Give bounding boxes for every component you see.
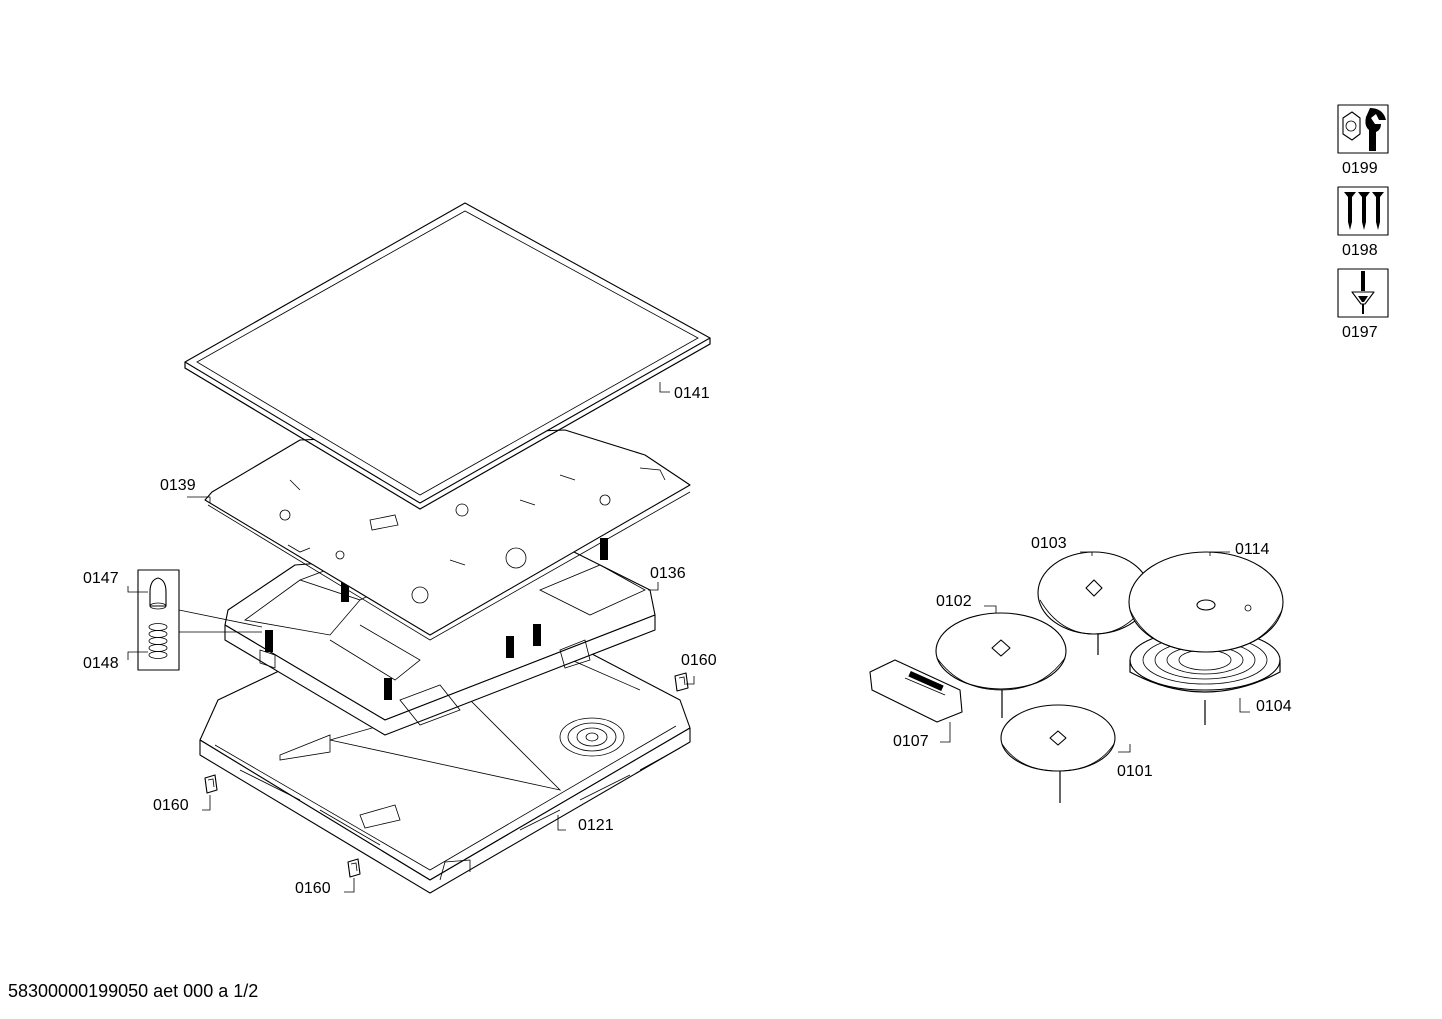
frame-springs [265, 538, 608, 700]
label-0141: 0141 [674, 385, 710, 402]
glass-top-0141[interactable] [184, 202, 711, 510]
clip-0160-right[interactable] [674, 672, 689, 692]
knob-spring-detail[interactable] [137, 569, 263, 671]
label-0104: 0104 [1256, 698, 1292, 715]
leader-lines [127, 382, 1250, 893]
label-0147: 0147 [83, 570, 119, 587]
label-0160-right: 0160 [681, 652, 717, 669]
drawing-number: 58300000199050 aet 000 a 1/2 [8, 981, 259, 1001]
label-0199: 0199 [1342, 160, 1378, 177]
screws-icon[interactable]: 0198 [1337, 186, 1389, 259]
label-0136: 0136 [650, 565, 686, 582]
shield-plate-0139[interactable] [204, 429, 691, 641]
clip-0160-left[interactable] [204, 774, 218, 794]
label-0198: 0198 [1342, 242, 1378, 259]
control-unit-0107[interactable] [869, 659, 963, 723]
clip-0160-bottom[interactable] [347, 858, 361, 878]
label-0197: 0197 [1342, 324, 1378, 341]
label-0103: 0103 [1031, 535, 1067, 552]
label-0160-bottom: 0160 [295, 880, 331, 897]
label-0107: 0107 [893, 733, 929, 750]
label-0102: 0102 [936, 593, 972, 610]
wrench-nut-icon[interactable]: 0199 [1337, 104, 1389, 177]
heating-element-0101[interactable] [1000, 704, 1116, 803]
label-0114: 0114 [1235, 541, 1270, 558]
label-0101: 0101 [1117, 763, 1153, 780]
label-0121: 0121 [578, 817, 614, 834]
heating-element-0102[interactable] [935, 612, 1067, 718]
part-labels: 0141 0139 0136 0147 0148 0160 0160 0160 … [83, 385, 1292, 897]
screwdriver-icon[interactable]: 0197 [1337, 268, 1389, 341]
heating-element-0114[interactable] [1128, 551, 1284, 653]
label-0160-left: 0160 [153, 797, 189, 814]
label-0139: 0139 [160, 477, 196, 494]
label-0148: 0148 [83, 655, 119, 672]
inner-frame-0136[interactable] [224, 544, 656, 736]
